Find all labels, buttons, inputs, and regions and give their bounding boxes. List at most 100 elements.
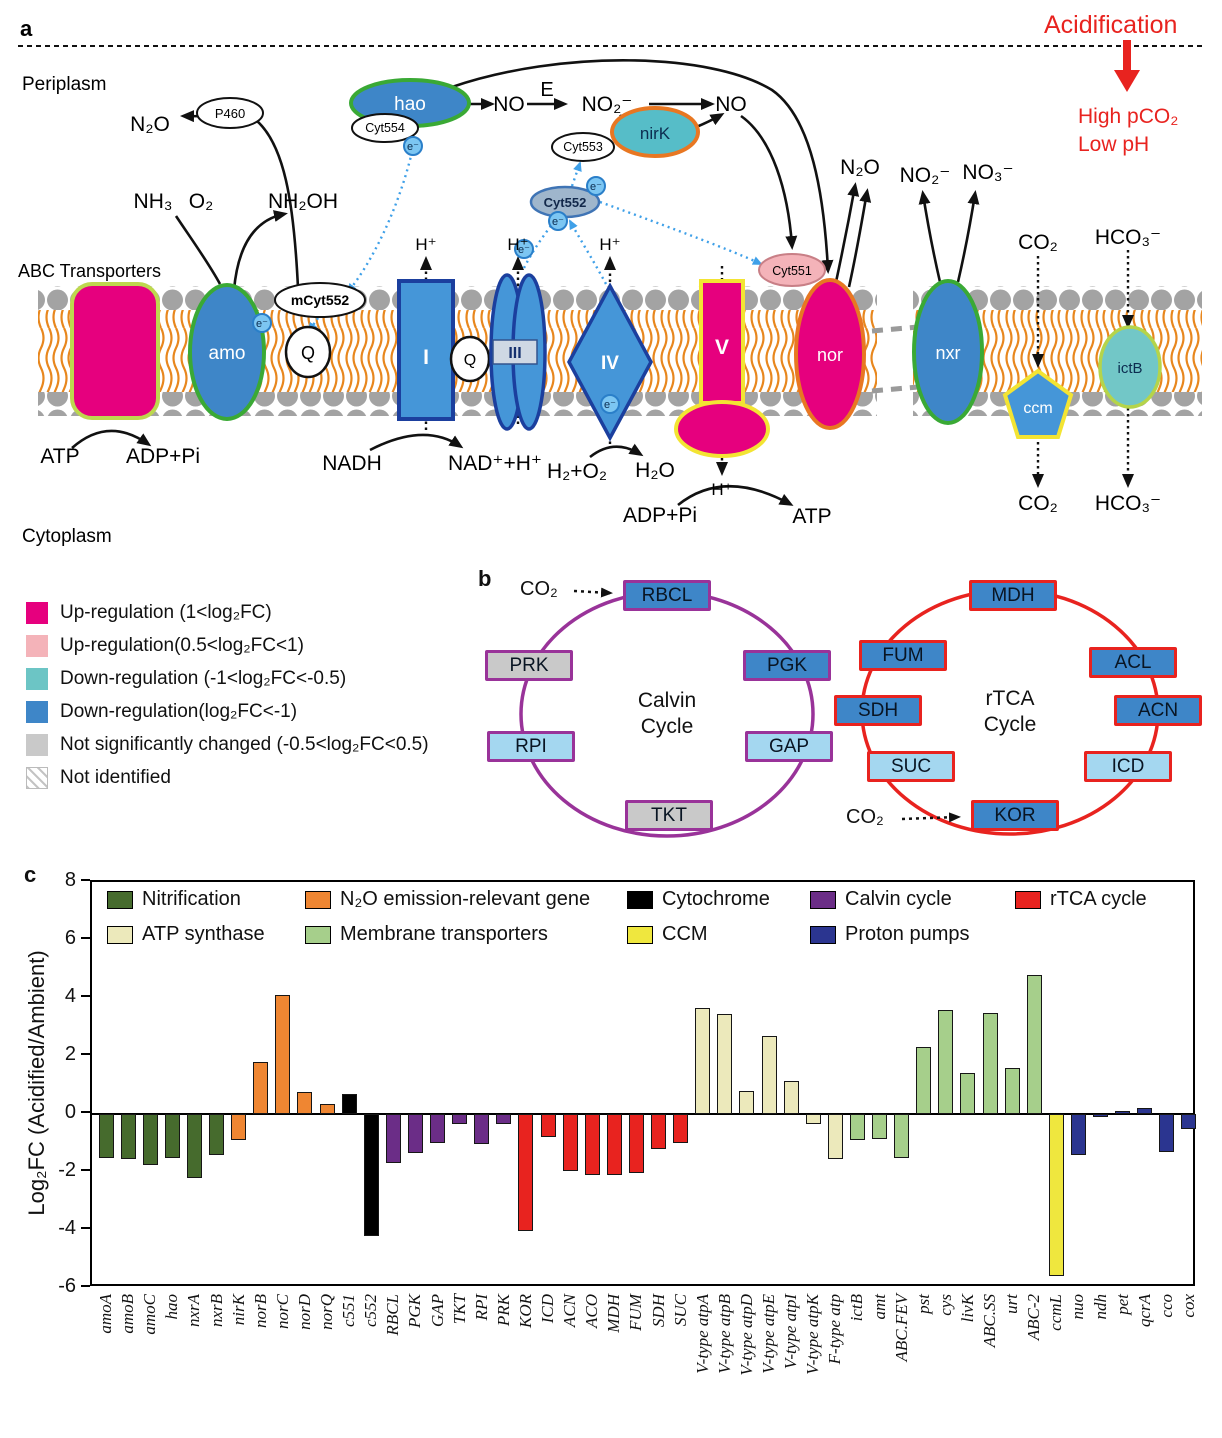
bar-ccmL [1048, 1114, 1064, 1277]
cyt553-shape [551, 132, 615, 162]
bar-ictB [849, 1114, 865, 1141]
x-tick-label: F-type atp [825, 1294, 845, 1365]
amo-shape [188, 283, 266, 421]
bar-ABC-2 [1026, 974, 1042, 1114]
rtca-cycle-title: rTCA Cycle [940, 686, 1080, 738]
bar-ndh [1093, 1114, 1109, 1117]
electron-icon [548, 211, 568, 231]
legend-swatch-up-moderate [26, 635, 48, 657]
electron-icons: e⁻ e⁻ e⁻ e⁻ e⁻ e⁻ [252, 136, 620, 414]
cyt553-label: Cyt553 [563, 140, 603, 154]
abc-transporters-label: ABC Transporters [18, 261, 161, 281]
panel-c-bar-chart: c Log₂FC (Acidified/Ambient) Nitrificati… [0, 860, 1222, 1438]
y-tick-label: -4 [58, 1217, 76, 1239]
chart-legend-label: ATP synthase [142, 923, 265, 945]
panel-a-membrane-diagram: e⁻ e⁻ e⁻ e⁻ e⁻ e⁻ a Periplasm Cytoplasm … [18, 11, 1205, 547]
y-tick-mark [81, 995, 90, 997]
legend-swatch-down-strong [26, 701, 48, 723]
bar-amoC [142, 1114, 158, 1165]
nh2oh-label: NH₂OH [268, 190, 338, 213]
x-tick-label: norQ [317, 1294, 337, 1330]
legend-label: Down-regulation (-1<log₂FC<-0.5) [60, 668, 347, 689]
calvin-co2-arrow [573, 587, 613, 598]
complex-iv-shape [567, 282, 653, 442]
bar-ACN [562, 1114, 578, 1171]
ictb-label: ictB [1117, 360, 1142, 377]
bar-SDH [651, 1114, 667, 1149]
legend-item-up-moderate: Up-regulation(0.5<log₂FC<1) [26, 635, 429, 657]
amo-label: amo [209, 343, 246, 364]
bar-RBCL [385, 1114, 401, 1164]
enzyme-box-tkt: TKT [625, 800, 713, 831]
no2-minus-label: NO₂⁻ [582, 93, 633, 116]
bar-nxrB [209, 1114, 225, 1155]
bar-SUC [673, 1114, 689, 1143]
n2o-right-label: N₂O [840, 156, 880, 179]
x-tick-label: ICD [538, 1294, 558, 1324]
chart-legend-item: Cytochrome [627, 888, 770, 911]
atp-left-label: ATP [40, 445, 79, 468]
x-tick-label: norD [294, 1294, 314, 1330]
enzyme-box-pgk: PGK [743, 650, 831, 681]
chart-legend-label: Membrane transporters [340, 923, 548, 945]
atp-v-label: ATP [792, 505, 831, 528]
x-tick-label: hao [162, 1294, 182, 1320]
y-tick-label: 4 [64, 985, 76, 1007]
x-tick-label: TKT [449, 1294, 469, 1325]
nirk-label: nirK [640, 124, 671, 143]
no-1-label: NO [493, 93, 525, 116]
rtca-title-line1: rTCA [985, 687, 1035, 710]
chart-legend-label: Proton pumps [845, 923, 970, 945]
panel-b-label: b [478, 566, 492, 591]
x-tick-label: RPI [471, 1294, 491, 1321]
x-tick-label: KOR [515, 1294, 535, 1328]
chart-legend-swatch [627, 925, 653, 944]
hplus-label: H⁺ [711, 480, 732, 499]
bar-V-type atpI [783, 1080, 799, 1114]
panel-a-label: a [20, 16, 33, 41]
bar-norB [253, 1061, 269, 1114]
calvin-title-line1: Calvin [637, 689, 697, 712]
chart-legend-item: N₂O emission-relevant gene [305, 888, 590, 911]
bar-nuo [1070, 1114, 1086, 1155]
co2-top-label: CO₂ [1018, 231, 1058, 254]
x-tick-label: ccmL [1046, 1294, 1066, 1331]
bar-norD [297, 1092, 313, 1114]
bar-c551 [341, 1093, 357, 1114]
h2o-label: H₂O [635, 459, 675, 482]
legend-swatch-up-strong [26, 602, 48, 624]
abc-transporter-shape [70, 282, 160, 420]
no-2-label: NO [715, 93, 747, 116]
rtca-co2-arrow [901, 812, 961, 823]
p460-shape [196, 97, 264, 129]
nadh-label: NADH [322, 452, 382, 475]
electron-label: e⁻ [518, 244, 530, 256]
x-tick-label: ABC.FEV [891, 1294, 911, 1362]
bar-GAP [430, 1114, 446, 1143]
x-tick-label: urt [1002, 1294, 1022, 1314]
chart-legend-label: Calvin cycle [845, 888, 952, 910]
enzyme-box-fum: FUM [859, 640, 947, 671]
bar-norC [275, 995, 291, 1114]
x-tick-label: ABC-2 [1024, 1294, 1044, 1341]
enzyme-box-prk: PRK [485, 650, 573, 681]
bar-amoA [98, 1114, 114, 1158]
legend-item-down-strong: Down-regulation(log₂FC<-1) [26, 701, 429, 723]
nxr-label: nxr [935, 343, 960, 363]
legend-item-up-strong: Up-regulation (1<log₂FC) [26, 602, 429, 624]
bar-ABC.FEV [894, 1114, 910, 1158]
nirk-shape [610, 106, 700, 158]
bar-livK [960, 1073, 976, 1114]
x-tick-label: nxrA [184, 1294, 204, 1328]
chart-legend-swatch [305, 890, 331, 909]
bar-V-type atpB [717, 1013, 733, 1114]
enzyme-box-icd: ICD [1084, 751, 1172, 782]
x-tick-label: amoC [140, 1294, 160, 1335]
bar-c552 [363, 1114, 379, 1236]
o2-label: O₂ [189, 190, 214, 213]
x-tick-label: SDH [648, 1294, 668, 1328]
bar-norQ [319, 1103, 335, 1114]
bar-cco [1159, 1114, 1175, 1152]
enzyme-box-sdh: SDH [834, 695, 922, 726]
chart-legend-label: Nitrification [142, 888, 241, 910]
